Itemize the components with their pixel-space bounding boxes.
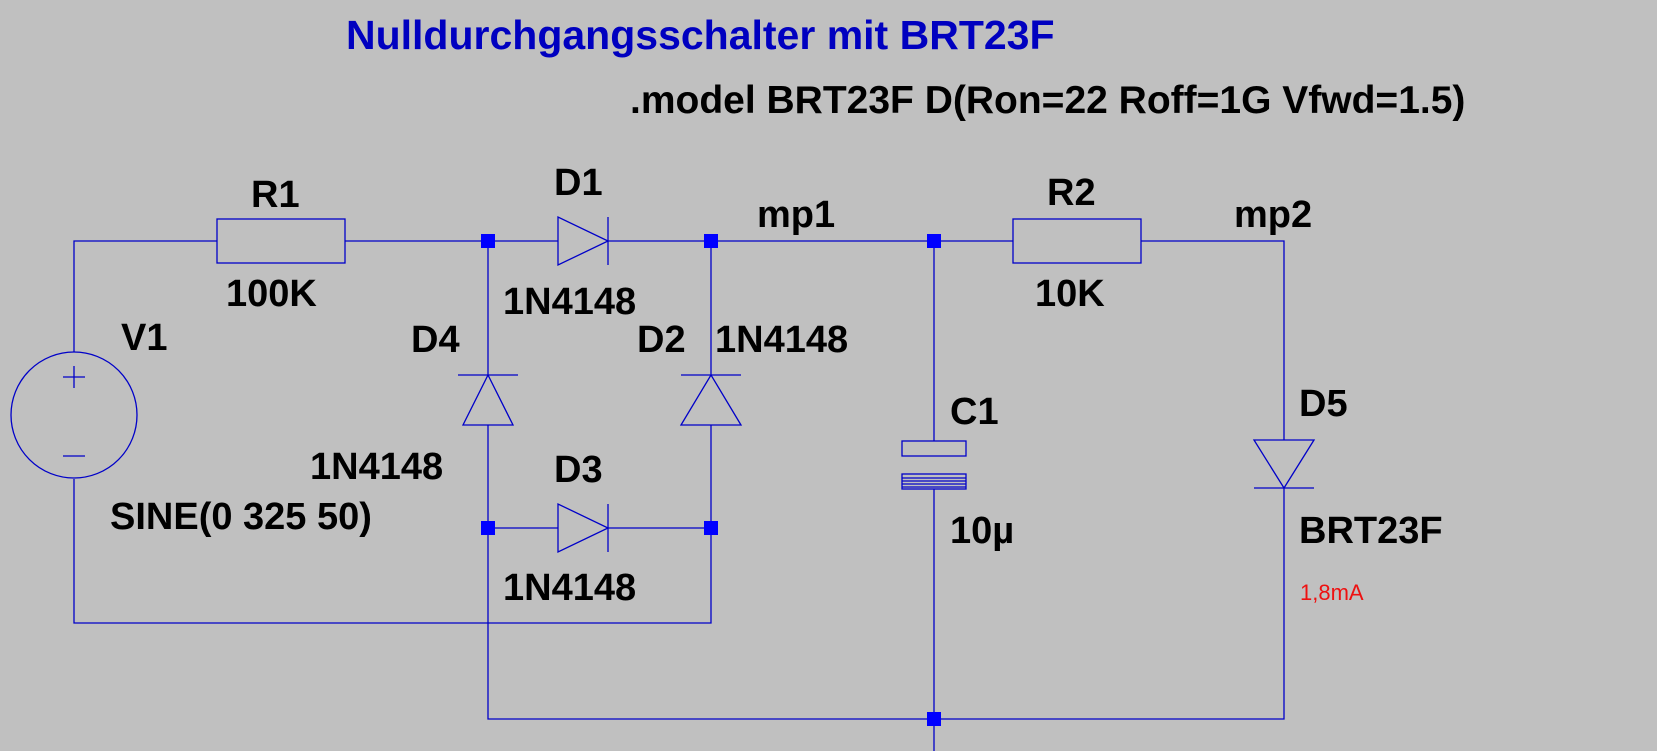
junction-dot: [927, 712, 941, 726]
r2-value: 10K: [1035, 273, 1105, 315]
diode-icon: [557, 215, 610, 267]
d2-name: D2: [637, 319, 686, 361]
v1-value: SINE(0 325 50): [110, 496, 372, 538]
junction-dot: [481, 234, 495, 248]
resistor-r1[interactable]: [216, 218, 346, 264]
diode-icon: [557, 502, 610, 554]
d1-name: D1: [554, 162, 603, 204]
model-directive: .model BRT23F D(Ron=22 Roff=1G Vfwd=1.5): [630, 79, 1465, 122]
junction-dot: [927, 234, 941, 248]
diode-icon: [679, 373, 743, 426]
diode-d2[interactable]: [679, 373, 743, 426]
d3-name: D3: [554, 449, 603, 491]
d4-name: D4: [411, 319, 460, 361]
current-annotation: 1,8mA: [1300, 580, 1364, 605]
wires: [73, 240, 1285, 751]
junction-dot: [481, 521, 495, 535]
c1-name: C1: [950, 391, 999, 433]
d5-value: BRT23F: [1299, 510, 1443, 552]
wire-v1-r1: [73, 240, 217, 352]
junction-dot: [704, 234, 718, 248]
diode-icon: [1252, 439, 1316, 490]
junction-dot: [704, 521, 718, 535]
voltage-source-v1[interactable]: [10, 351, 138, 479]
d3-value: 1N4148: [503, 567, 636, 609]
diode-d3[interactable]: [557, 502, 610, 554]
diode-d1[interactable]: [557, 215, 610, 267]
wire-r2-d5: [1141, 240, 1285, 440]
d5-name: D5: [1299, 383, 1348, 425]
r1-name: R1: [251, 174, 300, 216]
r2-name: R2: [1047, 172, 1096, 214]
d4-value: 1N4148: [310, 446, 443, 488]
diode-d5[interactable]: [1252, 439, 1316, 490]
v1-name: V1: [121, 317, 167, 359]
voltage-source-icon: [10, 351, 138, 479]
resistor-r2[interactable]: [1012, 218, 1142, 264]
capacitor-c1[interactable]: [901, 440, 967, 490]
diode-d4[interactable]: [458, 373, 518, 426]
diode-icon: [461, 373, 515, 426]
net-label-mp2: mp2: [1234, 194, 1312, 236]
capacitor-plate-positive: [901, 440, 967, 457]
net-label-mp1: mp1: [757, 194, 835, 236]
schematic-title: Nulldurchgangsschalter mit BRT23F: [346, 12, 1055, 58]
junctions: [481, 234, 941, 726]
r1-value: 100K: [226, 273, 317, 315]
wire-v1-bridge: [73, 479, 712, 624]
d1-value: 1N4148: [503, 281, 636, 323]
c1-value: 10µ: [950, 510, 1014, 552]
d2-value: 1N4148: [715, 319, 848, 361]
